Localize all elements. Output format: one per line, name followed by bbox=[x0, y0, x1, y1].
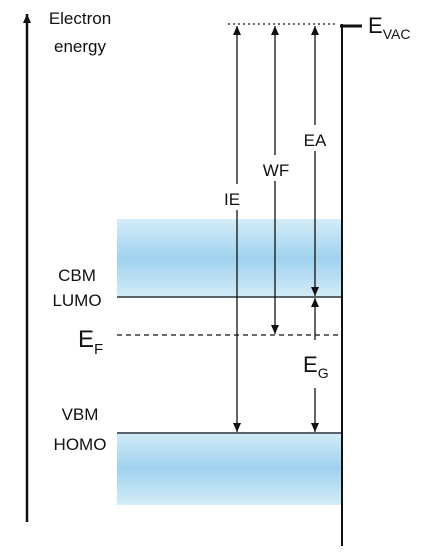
ie-label: IE bbox=[224, 190, 240, 209]
ea-label-backing bbox=[296, 125, 334, 151]
band-gap-label: EG bbox=[303, 352, 329, 381]
lumo-label: LUMO bbox=[52, 291, 101, 310]
ie-label-backing bbox=[214, 184, 250, 210]
vbm-label: VBM bbox=[62, 405, 99, 424]
conduction-band bbox=[117, 219, 342, 298]
homo-label: HOMO bbox=[54, 435, 107, 454]
fermi-level-label: EF bbox=[78, 326, 103, 358]
vacuum-level-label: EVAC bbox=[368, 13, 410, 42]
ea-label: EA bbox=[304, 131, 327, 150]
wf-label-backing bbox=[256, 155, 296, 181]
wf-label: WF bbox=[263, 161, 289, 180]
axis-label-line2: energy bbox=[54, 37, 106, 56]
cbm-label: CBM bbox=[58, 266, 96, 285]
axis-label-line1: Electron bbox=[49, 9, 111, 28]
valence-band bbox=[117, 432, 342, 505]
